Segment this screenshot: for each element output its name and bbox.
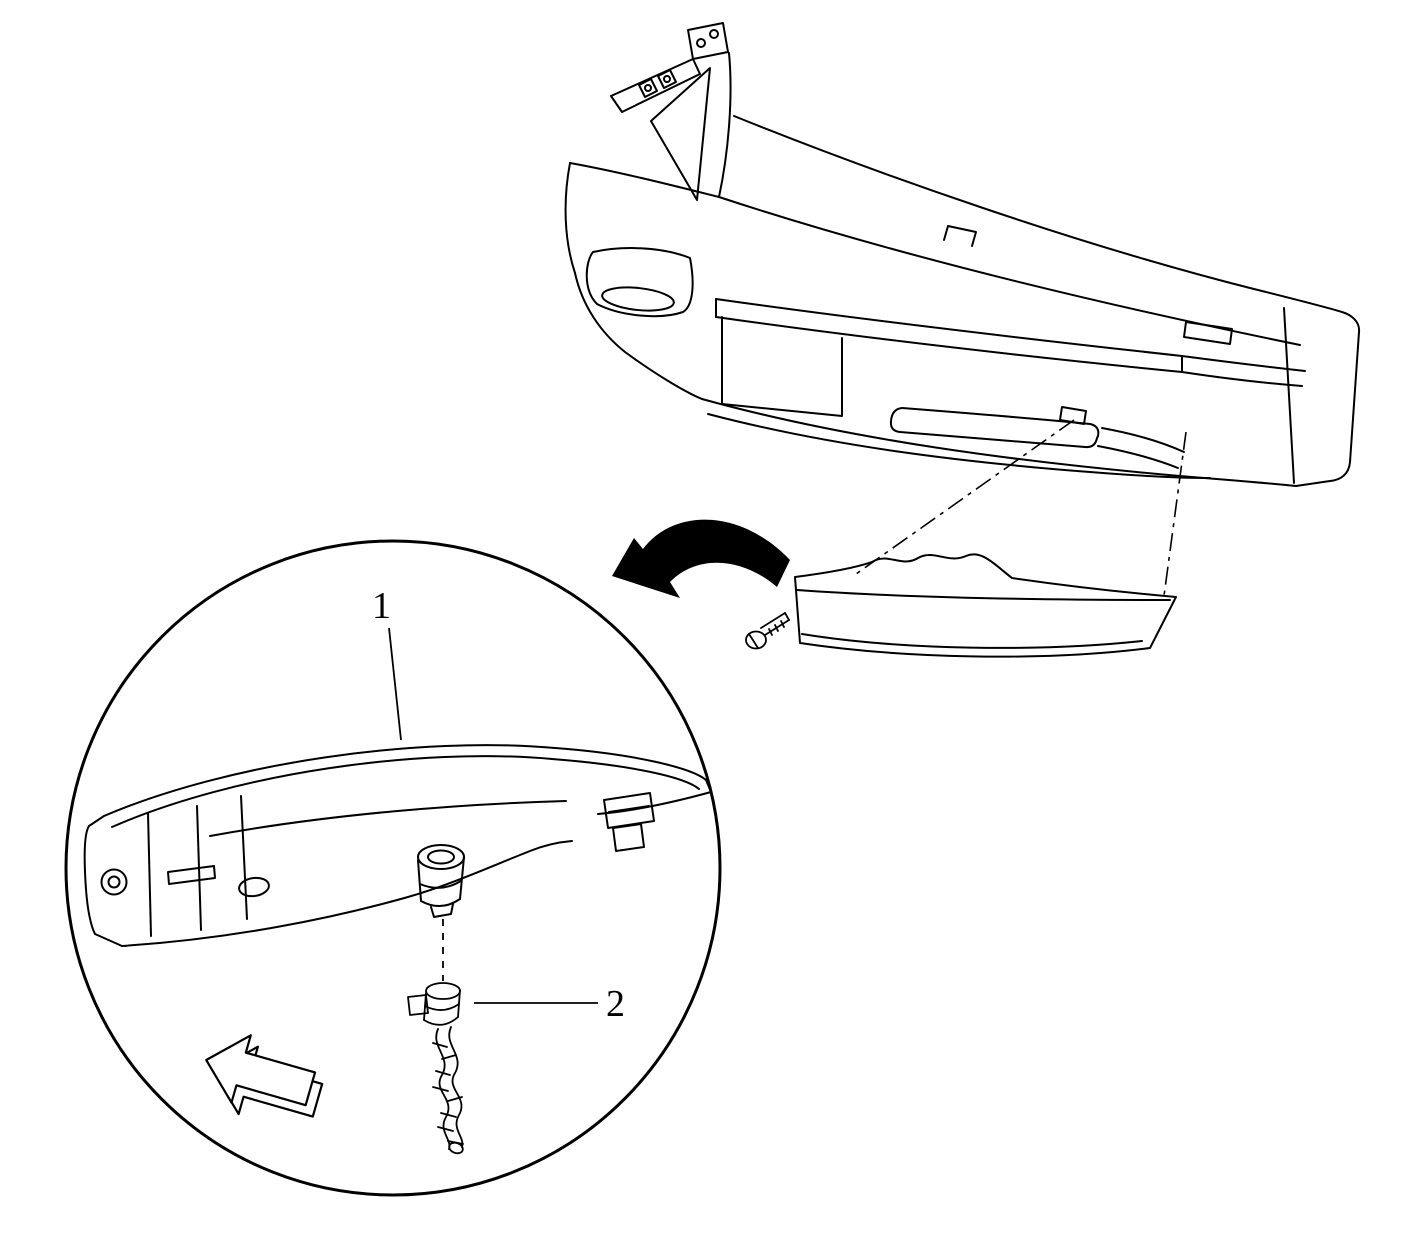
grille-crease-lower (1181, 371, 1303, 387)
callout-1-number: 1 (372, 585, 391, 627)
bumper-fascia-drawing (564, 22, 1361, 487)
lens-rim-outer (103, 744, 707, 817)
housing-bump (238, 876, 270, 898)
centerline-right (1163, 431, 1187, 597)
recess-curve-upper (1101, 427, 1185, 453)
socket-boss-outer (417, 844, 465, 870)
callout-2-number: 2 (606, 983, 625, 1025)
mounting-flange-crease (147, 812, 152, 937)
bracket-inner-line (608, 805, 650, 813)
lamp-strip-top-crease (796, 589, 1171, 601)
centerline-left (855, 419, 1075, 575)
harness-end (448, 1141, 464, 1155)
parking-lamp-opening (889, 406, 1185, 469)
forward-direction-arrow-icon (205, 1034, 324, 1118)
lens-right-tip (705, 779, 712, 793)
socket-boss-side-left (417, 859, 422, 902)
grille-slot-top (715, 298, 1183, 357)
lamp-strip-outline (794, 553, 1177, 658)
bracket-tab-hole (696, 38, 706, 48)
connector-latch (407, 994, 429, 1016)
callout-1-leader-line (388, 627, 402, 741)
end-cap-right-edge (1295, 311, 1361, 487)
retainer-clip-tab (1059, 406, 1087, 425)
socket-boss-side-right (459, 856, 465, 900)
screw-tip (784, 612, 790, 621)
housing-bottom-edge (121, 840, 573, 947)
bracket-strip-hole-plate (638, 78, 658, 98)
end-cap-detail-plate (1183, 321, 1233, 345)
direction-arrow-front-face (205, 1034, 317, 1107)
mounting-screw-icon (745, 612, 790, 650)
removal-direction-curved-arrow-icon (612, 519, 790, 598)
harness-wire-right (448, 1026, 464, 1148)
socket-boss-inner (427, 849, 455, 865)
fog-opening-inner (601, 286, 675, 312)
bracket-upper (603, 792, 655, 829)
flange-slot (167, 865, 216, 885)
lamp-strip-bottom-inner (801, 633, 1143, 649)
harness-wire-left (435, 1028, 451, 1150)
socket-boss-bottom (420, 898, 461, 907)
socket-key-tab (430, 903, 454, 918)
bumper-top-outer-edge (733, 115, 1343, 313)
alignment-centerlines (855, 419, 1187, 597)
housing-crease-mid (240, 795, 248, 920)
screw-shank-bottom (760, 612, 786, 629)
bumper-left-lower-edge (574, 272, 703, 400)
bracket-strip-hole (663, 75, 671, 83)
lens-rim-inner (111, 755, 700, 828)
socket-boss-collar (419, 880, 462, 889)
bracket-tab-hole (709, 29, 719, 39)
grille-slot (715, 298, 1306, 387)
bracket-strip (610, 58, 701, 113)
callout-1: 1 (372, 585, 402, 741)
fog-opening-outline (585, 247, 694, 318)
connector-collar (424, 1003, 460, 1011)
grille-slot-bottom (715, 316, 1183, 373)
detail-view-circle (64, 539, 722, 1197)
bumper-top-left-edge (569, 162, 720, 198)
direction-arrow-back-slab (212, 1045, 324, 1118)
bracket-right-edge (718, 52, 732, 198)
lamp-slot-outline (889, 407, 1100, 449)
flange-grommet-outer (100, 868, 128, 896)
top-face-notch (943, 225, 977, 247)
bracket-triangle-opening (650, 67, 711, 201)
lower-lip-crease (707, 413, 1211, 479)
bumper-bottom-edge (701, 398, 1297, 487)
removed-lamp-strip-drawing (794, 553, 1177, 658)
bracket-strip-hole-plate (657, 69, 677, 89)
recess-curve-lower (1097, 445, 1179, 469)
end-cap-crease (1283, 307, 1295, 484)
mounting-flange-outline (83, 815, 123, 947)
housing-crease-left (196, 805, 202, 931)
screw-head-slot (748, 633, 759, 649)
harness-corrugation-ticks (432, 1042, 464, 1145)
fog-lamp-opening (585, 247, 694, 318)
connector-bottom (423, 1016, 459, 1026)
screw-head (745, 630, 767, 650)
bracket-lower (612, 823, 645, 852)
lens-face-crease (209, 800, 567, 837)
housing-bracket (603, 792, 655, 852)
connector-top (425, 982, 461, 1000)
license-pocket (721, 316, 843, 417)
bulb-socket-boss (417, 844, 465, 918)
flange-grommet-inner (107, 875, 121, 889)
bumper-top-inner-edge (718, 196, 1301, 346)
screw-threads (768, 620, 785, 636)
lamp-assembly-drawing (83, 744, 712, 947)
bracket-tab (687, 22, 729, 60)
bulb-socket-connector-drawing (407, 982, 464, 1155)
upper-mounting-bracket (610, 22, 732, 201)
callout-2: 2 (474, 983, 625, 1025)
bumper-left-edge (564, 162, 576, 274)
grille-crease-upper (1181, 355, 1306, 372)
bracket-strip-hole (644, 84, 652, 92)
bumper-end-cap (1183, 307, 1361, 487)
